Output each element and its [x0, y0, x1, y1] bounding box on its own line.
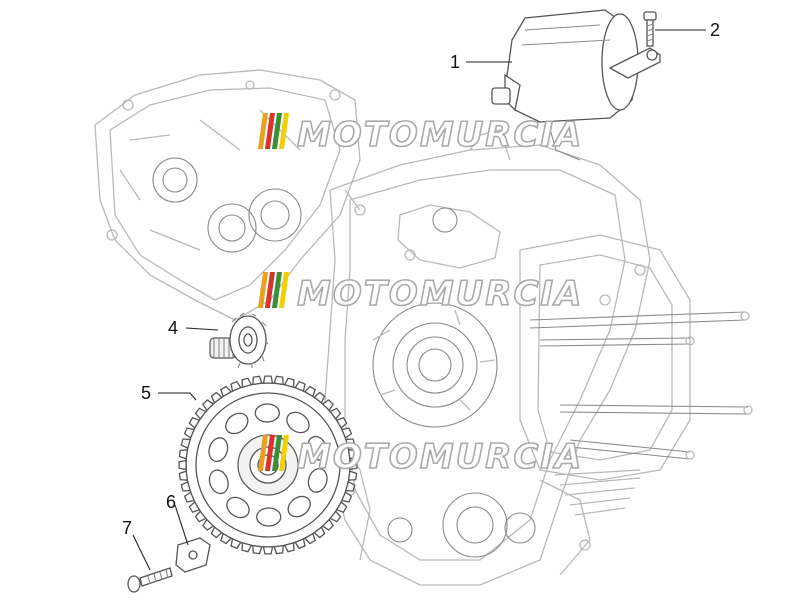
callout-4: 4: [168, 318, 178, 338]
gear-tooth: [188, 417, 201, 430]
watermark-text: MOTOMURCIA: [297, 115, 583, 155]
watermark-logo-stripes: [257, 272, 289, 308]
gear-hole: [287, 495, 311, 518]
gear-hole: [286, 411, 310, 434]
gear-tooth: [183, 491, 196, 503]
watermark-stripe: [264, 435, 275, 471]
gear-tooth: [230, 537, 242, 550]
gear-tooth: [294, 380, 306, 393]
gear-tooth: [283, 377, 295, 388]
callout-6: 6: [166, 492, 176, 512]
gear-tooth: [241, 542, 253, 553]
gear-tooth: [303, 532, 316, 545]
gear-hole: [226, 496, 250, 519]
gear-tooth: [178, 459, 187, 471]
gear-tooth: [210, 391, 223, 404]
watermark-stripe: [257, 272, 268, 308]
gear-tooth: [294, 537, 306, 550]
gear-hole: [307, 435, 328, 461]
callout-5: 5: [141, 383, 151, 403]
gear-tooth: [347, 470, 358, 481]
gear-tooth: [210, 526, 223, 539]
watermark-text: MOTOMURCIA: [297, 274, 583, 314]
gear-tooth: [345, 438, 356, 450]
watermark-top: MOTOMURCIA: [257, 113, 583, 156]
gear-tooth: [329, 510, 342, 523]
watermark-bottom: MOTOMURCIA: [257, 435, 583, 478]
gear-tooth: [180, 480, 191, 492]
watermark-stripe: [278, 435, 289, 471]
gear-tooth: [273, 375, 284, 386]
gear-tooth: [202, 399, 215, 412]
gear-tooth: [220, 532, 233, 545]
gear-tooth: [262, 375, 274, 384]
gear-tooth: [220, 385, 233, 398]
gear-tooth: [194, 407, 207, 420]
gear-tooth: [252, 375, 263, 386]
gear-tooth: [349, 459, 358, 471]
gear-tooth: [283, 542, 295, 553]
watermark-stripe: [271, 272, 282, 308]
gear-tooth: [345, 480, 356, 492]
callout-1: 1: [450, 52, 460, 72]
watermark-logo-stripes: [257, 435, 289, 471]
engine-casing-illustration: [94, 69, 753, 586]
gear-tooth: [241, 377, 253, 388]
callout-labels: 1 2 4 5 6 7: [122, 20, 720, 538]
gear-tooth: [321, 518, 334, 531]
gear-tooth: [329, 407, 342, 420]
watermark-stripe: [264, 272, 275, 308]
watermark-middle: MOTOMURCIA: [257, 272, 583, 315]
gear-tooth: [178, 470, 189, 481]
gear-tooth: [313, 526, 326, 539]
gear-tooth: [230, 380, 242, 393]
gear-hole: [225, 412, 249, 435]
watermark-stripe: [278, 272, 289, 308]
gear-tooth: [180, 438, 191, 450]
lock-plate-part[interactable]: [175, 537, 211, 573]
ring-gear-lightening-holes: [208, 403, 328, 527]
starter-bolt-part[interactable]: [643, 11, 657, 47]
gear-tooth: [202, 518, 215, 531]
gear-tooth: [188, 500, 201, 513]
gear-tooth: [303, 385, 316, 398]
callout-7: 7: [122, 518, 132, 538]
gear-tooth: [347, 449, 358, 460]
gear-tooth: [194, 510, 207, 523]
watermark-stripe: [271, 435, 282, 471]
gear-tooth: [321, 399, 334, 412]
gear-tooth: [335, 500, 348, 513]
ring-gear-teeth: [178, 375, 358, 555]
gear-hole: [307, 467, 328, 493]
watermark-stripe: [257, 113, 268, 149]
screw-part[interactable]: [127, 567, 173, 593]
gear-tooth: [252, 544, 263, 555]
watermark-stripe: [271, 113, 282, 149]
gear-tooth: [273, 544, 284, 555]
watermark-stripe: [278, 113, 289, 149]
gear-hole: [254, 403, 280, 423]
gear-tooth: [313, 391, 326, 404]
watermark-text: MOTOMURCIA: [297, 437, 583, 477]
gear-tooth: [183, 427, 196, 439]
leader-lines: [132, 29, 706, 571]
watermark-stripe: [264, 113, 275, 149]
gear-hole: [208, 437, 229, 463]
watermark-stripe: [257, 435, 268, 471]
watermark-logo-stripes: [257, 113, 289, 149]
gear-tooth: [335, 417, 348, 430]
gear-hole: [208, 469, 229, 495]
gear-tooth: [178, 449, 189, 460]
gear-tooth: [262, 546, 274, 555]
callout-2: 2: [710, 20, 720, 40]
gear-hole: [256, 507, 282, 527]
starter-gear-part[interactable]: [209, 312, 269, 369]
gear-tooth: [340, 491, 353, 503]
gear-tooth: [340, 427, 353, 439]
starter-motor-part[interactable]: [491, 9, 661, 161]
